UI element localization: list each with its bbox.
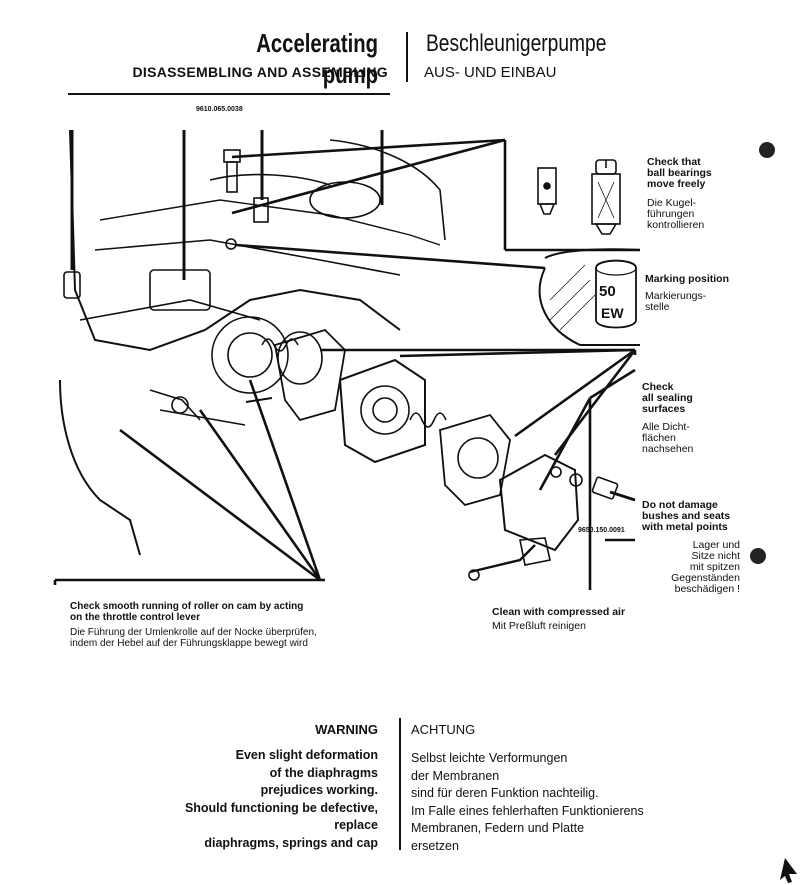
marking-label-number: 50 [599,283,616,300]
page-subtitle-german: AUS- UND EINBAU [424,64,557,81]
page-title-english: Accelerating pump [256,28,378,89]
cursor-arrow-icon [780,858,797,883]
page-title-german: Beschleunigerpumpe [426,30,607,57]
callout-ball-bearings-en: Check that ball bearings move freely [647,156,712,190]
callout-bushes-de: Lager und Sitze nicht mit spitzen Gegens… [671,539,740,595]
callout-roller-de: Die Führung der Umlenkrolle auf der Nock… [70,627,317,649]
binder-hole-bottom [750,548,766,564]
callout-marking-de: Markierungs- stelle [645,290,707,313]
callout-compressed-air-en: Clean with compressed air [492,606,626,618]
header-rule [68,93,390,95]
part-number-bottom: 9650.150.0091 [578,527,625,534]
warning-heading-en: WARNING [315,722,378,737]
header-divider [406,32,408,82]
callout-roller-en: Check smooth running of roller on cam by… [70,601,304,623]
part-number-top: 9610.065.0038 [196,106,243,113]
warning-heading-de: ACHTUNG [411,722,476,737]
callout-marking-en: Marking position [645,273,729,285]
binder-hole-top [759,142,775,158]
warning-text-de: Selbst leichte Verformungen der Membrane… [411,751,644,853]
callout-ball-bearings-de: Die Kugel- führungen kontrollieren [647,197,705,231]
page-subtitle-english: DISASSEMBLING AND ASSEMBLING [132,64,388,80]
warning-divider [399,718,401,850]
callout-bushes-en: Do not damage bushes and seats with meta… [642,499,731,533]
marking-label-code: EW [601,305,624,321]
callout-sealing-de: Alle Dicht- flächen nachsehen [642,421,694,455]
warning-text-en: Even slight deformation of the diaphragm… [184,748,378,850]
callout-compressed-air-de: Mit Preßluft reinigen [492,620,586,632]
callout-sealing-en: Check all sealing surfaces [642,381,693,415]
